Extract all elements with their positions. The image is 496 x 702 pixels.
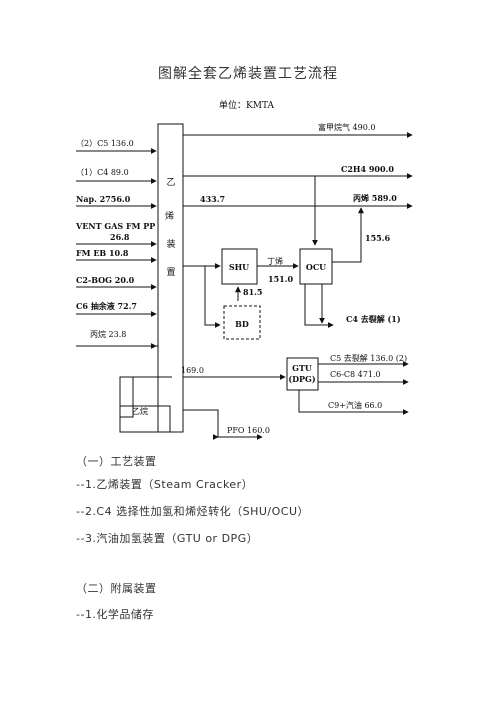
ocu-box [299, 248, 333, 285]
gtu-box [286, 357, 319, 391]
flow-169: 169.0 [181, 366, 204, 375]
unit-label: 单位：KMTA [219, 101, 274, 111]
input-c4: （1）C4 89.0 [76, 168, 129, 177]
output-h2ch4: 富甲烷气 490.0 [318, 122, 375, 132]
gtu-label-1: GTU [292, 363, 312, 373]
bd-label: BD [235, 319, 249, 329]
input-fmeb: FM EB 10.8 [76, 248, 129, 258]
page-title: 图解全套乙烯装置工艺流程 [158, 66, 338, 82]
shu-label: SHU [229, 262, 249, 272]
input-nap: Nap. 2756.0 [76, 194, 131, 204]
section-1-item-3: --3.汽油加氢装置（GTU or DPG） [76, 532, 259, 545]
flow-ethane: 乙烷 [132, 406, 148, 416]
flow-butene: 丁烯 [267, 256, 283, 266]
input-vent: VENT GAS FM PP [75, 221, 155, 231]
input-c6: C6 抽余液 72.7 [76, 301, 137, 311]
output-c2h4: C2H4 900.0 [341, 164, 394, 174]
section-1-item-1: --1.乙烯装置（Steam Cracker） [76, 478, 254, 491]
flow-433: 433.7 [200, 194, 225, 204]
section-1-item-2: --2.C4 选择性加氢和烯烃转化（SHU/OCU） [76, 505, 310, 518]
input-c5: （2）C5 136.0 [76, 139, 134, 148]
output-propylene: 丙烯 589.0 [353, 193, 397, 203]
ocu-label: OCU [306, 262, 326, 272]
input-vent-value: 26.8 [110, 232, 130, 242]
section-2-item-1: --1.化学品储存 [76, 608, 154, 621]
unit-name: 乙烯 装置 [165, 177, 177, 278]
output-c5-cracking: C5 去裂解 136.0 (2) [330, 353, 407, 363]
output-c6c8: C6-C8 471.0 [330, 370, 381, 379]
ethylene-unit-box [157, 123, 184, 433]
gtu-label-2: (DPG) [288, 374, 316, 384]
flow-155: 155.6 [365, 233, 390, 243]
section-2-title: （二）附属装置 [76, 582, 157, 595]
output-pfo: PFO 160.0 [227, 426, 270, 435]
bd-box [223, 305, 261, 340]
flow-81: 81.5 [243, 287, 262, 297]
process-flow-diagram: 乙烯 装置 （2）C5 136.0 （1）C4 89.0 Nap. 2756.0… [75, 122, 413, 440]
input-propane: 丙烷 23.8 [90, 329, 126, 339]
output-c4-raffinate: C4 去裂解 (1) [346, 314, 401, 324]
section-1-title: （一）工艺装置 [76, 455, 157, 468]
flow-151: 151.0 [268, 274, 293, 284]
output-c9: C9+汽油 66.0 [328, 400, 382, 410]
input-c2bog: C2-BOG 20.0 [76, 275, 135, 285]
